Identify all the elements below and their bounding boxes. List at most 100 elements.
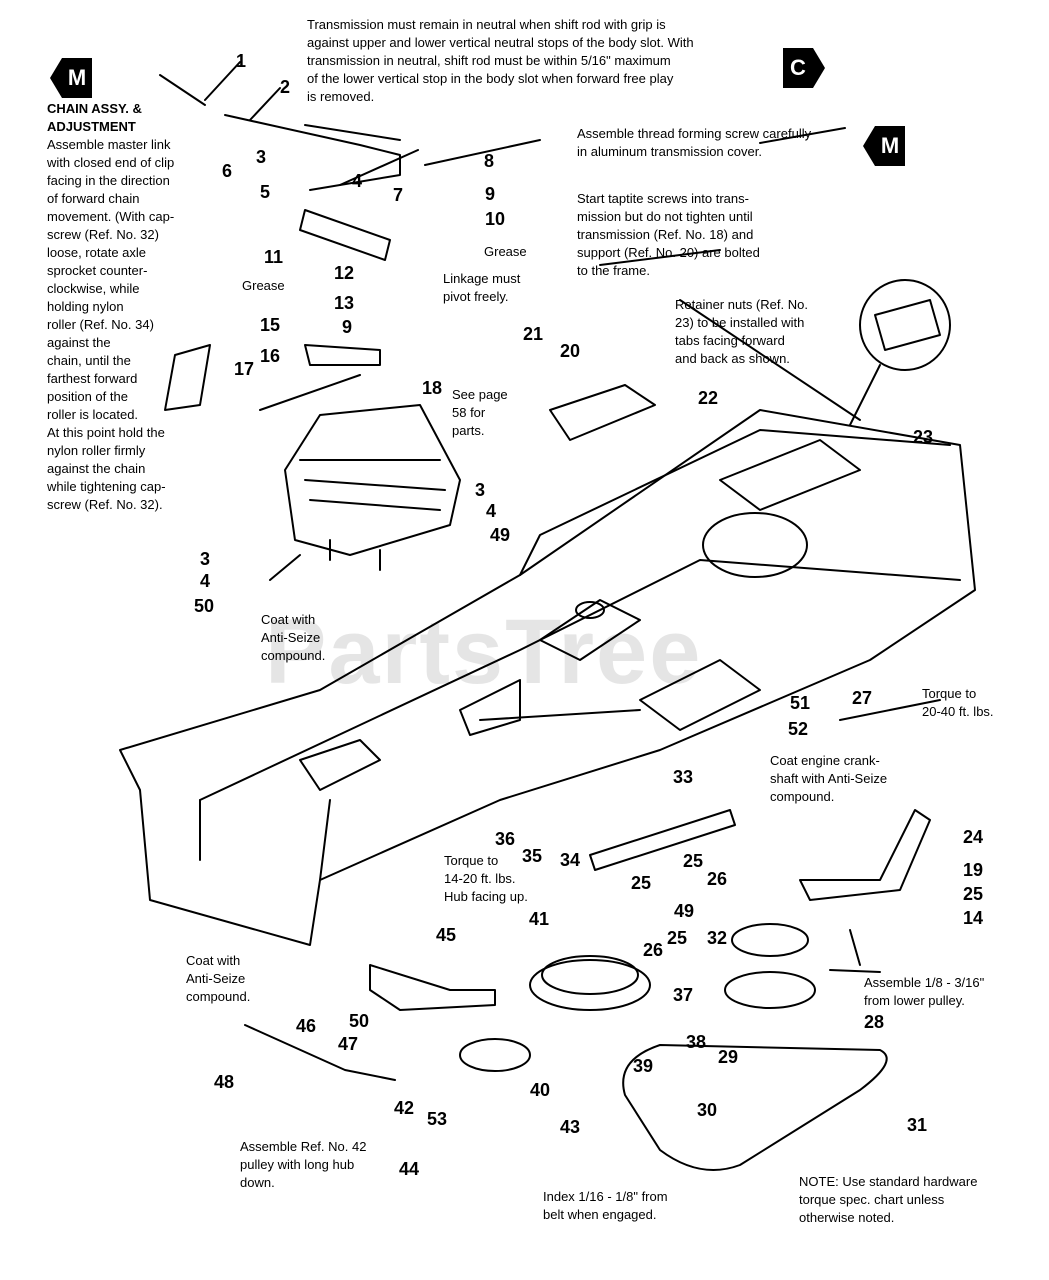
callout: 15 <box>260 315 281 335</box>
shift-rod <box>159 74 401 191</box>
anti-seize-note-1: Coat with Anti-Seize compound. <box>261 612 326 663</box>
callout: 25 <box>963 884 984 904</box>
callout: 3 <box>475 480 486 500</box>
lower-arm <box>304 344 381 366</box>
callout: 4 <box>200 571 211 591</box>
transmission-housing <box>284 404 461 556</box>
callout: 45 <box>436 925 457 945</box>
assemble-gap-note: Assemble 1/8 - 3/16" from lower pulley. <box>864 975 985 1008</box>
callout: 9 <box>342 317 353 337</box>
callout: 34 <box>560 850 581 870</box>
callout: 27 <box>852 688 873 708</box>
callout: 53 <box>427 1109 448 1129</box>
callout: 21 <box>523 324 544 344</box>
callout: 1 <box>236 51 247 71</box>
callout: 44 <box>399 1159 420 1179</box>
grease-note-2: Grease <box>242 278 285 293</box>
callout: 20 <box>560 341 581 361</box>
callout: 18 <box>422 378 443 398</box>
crankshaft-note: Coat engine crank- shaft with Anti-Seize… <box>770 753 888 804</box>
callout: 19 <box>963 860 984 880</box>
section-tab-right[interactable]: M <box>863 126 905 166</box>
callout: 10 <box>485 209 506 229</box>
engine-pulley-upper <box>731 923 809 957</box>
thread-screw-note: Assemble thread forming screw carefully … <box>577 126 812 159</box>
callout: 39 <box>633 1056 654 1076</box>
transmission-support <box>549 384 656 441</box>
callout: 38 <box>686 1032 707 1052</box>
callout: 2 <box>280 77 291 97</box>
callout: 9 <box>485 184 496 204</box>
callout: 17 <box>234 359 255 379</box>
index-note: Index 1/16 - 1/8" from belt when engaged… <box>543 1189 668 1222</box>
callout: 35 <box>522 846 543 866</box>
callout: 5 <box>260 182 271 202</box>
grease-note-1: Grease <box>484 244 527 259</box>
see-page-note: See page 58 for parts. <box>452 387 508 438</box>
callout: 36 <box>495 829 516 849</box>
anti-seize-note-2: Coat with Anti-Seize compound. <box>186 953 251 1004</box>
callout: 4 <box>352 171 363 191</box>
retainer-nut-inset <box>859 279 951 371</box>
callout: 25 <box>631 873 652 893</box>
callout: 3 <box>200 549 211 569</box>
idler-bracket <box>589 809 736 871</box>
idler-pulley <box>459 1038 531 1072</box>
section-tab-left[interactable]: M <box>50 58 92 98</box>
callout: 8 <box>484 151 495 171</box>
callout: 23 <box>913 427 934 447</box>
engine-pulley-lower <box>724 971 816 1009</box>
callout: 40 <box>530 1080 551 1100</box>
chain-adjust-text: Assemble master link with closed end of … <box>47 137 175 512</box>
tab-letter: C <box>790 55 806 80</box>
callout: 50 <box>194 596 215 616</box>
callout: 46 <box>296 1016 317 1036</box>
callout: 26 <box>643 940 664 960</box>
callout: 16 <box>260 346 281 366</box>
callout: 12 <box>334 263 355 283</box>
tab-letter: M <box>880 133 900 158</box>
tension-spring <box>244 1024 396 1081</box>
callout: 50 <box>349 1011 370 1031</box>
callout: 31 <box>907 1115 928 1135</box>
callout: 4 <box>486 501 497 521</box>
callout: 11 <box>264 247 284 267</box>
callout: 48 <box>214 1072 235 1092</box>
callout: 24 <box>963 827 984 847</box>
callout: 30 <box>697 1100 718 1120</box>
tab-letter: M <box>67 65 87 90</box>
watermark: PartsTree <box>265 601 703 703</box>
torque-14-20-note: Torque to 14-20 ft. lbs. Hub facing up. <box>444 853 528 904</box>
callout: 26 <box>707 869 728 889</box>
callout: 25 <box>667 928 688 948</box>
engine-bracket <box>799 809 931 901</box>
callout: 33 <box>673 767 694 787</box>
callout: 52 <box>788 719 809 739</box>
linkage-arm <box>299 209 391 261</box>
callout: 25 <box>683 851 704 871</box>
section-tab-center[interactable]: C <box>783 48 825 88</box>
callout: 13 <box>334 293 355 313</box>
callout: 6 <box>222 161 233 181</box>
chassis-frame <box>119 409 976 946</box>
callout: 47 <box>338 1034 359 1054</box>
callout: 42 <box>394 1098 415 1118</box>
linkage-note: Linkage must pivot freely. <box>443 271 521 304</box>
callout: 51 <box>790 693 811 713</box>
idler-arm <box>369 964 496 1011</box>
transmission-note: Transmission must remain in neutral when… <box>307 17 694 104</box>
main-pulley <box>529 959 651 1011</box>
idler-pulley-note: Assemble Ref. No. 42 pulley with long hu… <box>240 1139 367 1190</box>
callout: 28 <box>864 1012 885 1032</box>
taptite-note: Start taptite screws into trans- mission… <box>577 191 760 278</box>
callout: 43 <box>560 1117 581 1137</box>
drive-chain <box>164 344 211 411</box>
callout: 32 <box>707 928 728 948</box>
retainer-note: Retainer nuts (Ref. No. 23) to be instal… <box>675 297 808 366</box>
callout: 29 <box>718 1047 739 1067</box>
callout: 22 <box>698 388 719 408</box>
callout: 14 <box>963 908 984 928</box>
chain-adjust-title: CHAIN ASSY. & ADJUSTMENT <box>47 101 142 134</box>
